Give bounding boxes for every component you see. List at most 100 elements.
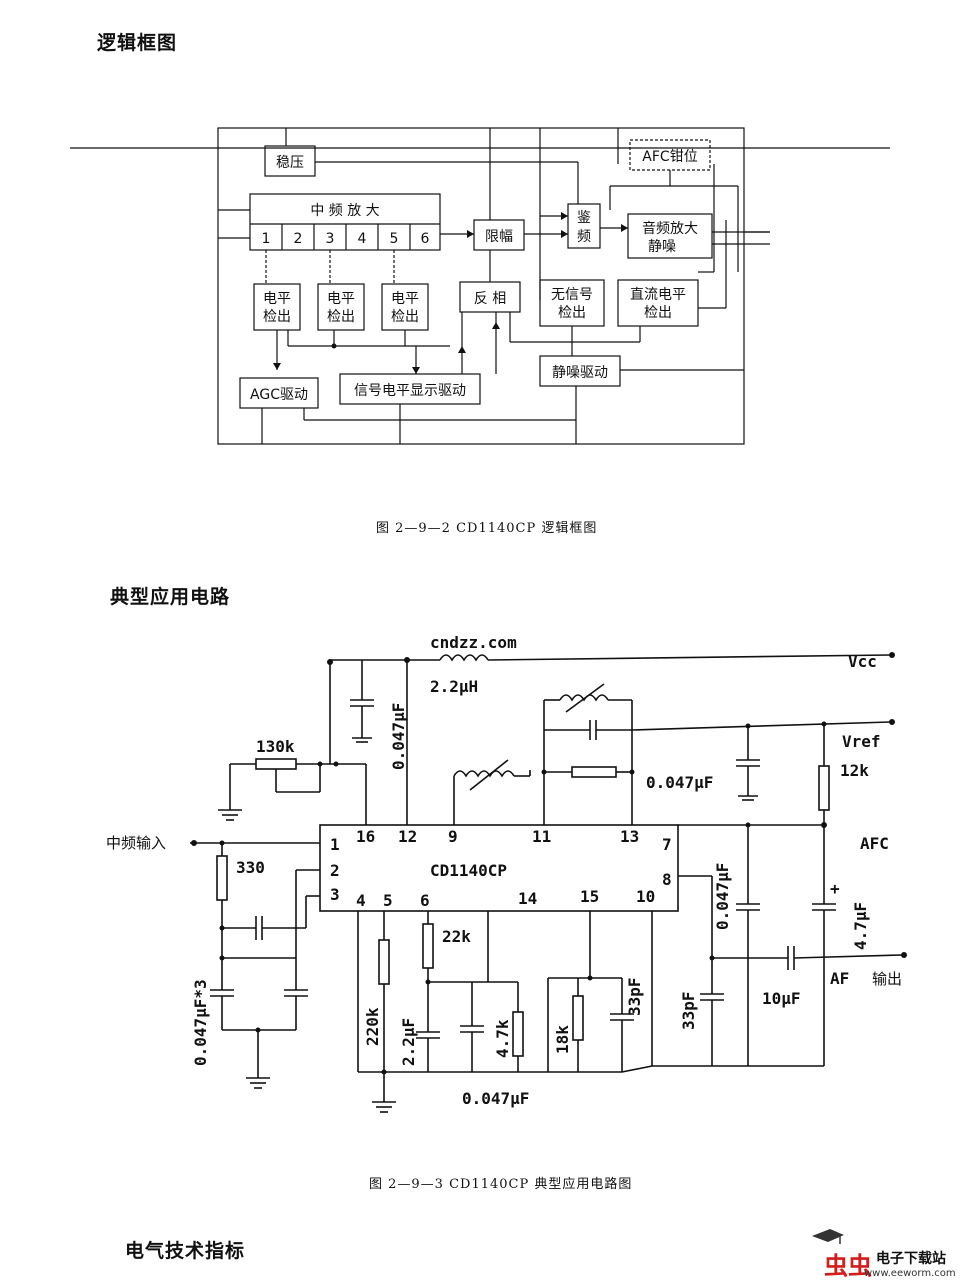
block-level-detect-2 — [317, 283, 365, 331]
diagram-label: 电平 — [391, 291, 419, 307]
label-if-input: 中频输入 — [106, 834, 166, 852]
label-pot-130k: 130k — [256, 737, 295, 756]
diagram-stroke — [621, 224, 628, 232]
label-r18k: 18k — [553, 1025, 572, 1054]
block-agc-drive-label: AGC驱动 — [250, 387, 308, 403]
block-audio-amp — [627, 213, 713, 259]
diagram-label: 14 — [518, 889, 537, 908]
diagram-stroke — [561, 230, 568, 238]
label-c10: 10μF — [762, 989, 801, 1008]
label-c-mid: 0.047μF — [646, 773, 713, 792]
logo-url: www.eeworm.com — [864, 1268, 956, 1279]
diagram-label: 2 — [330, 861, 340, 880]
block-inverter-label: 反 相 — [474, 291, 506, 307]
block-regulator — [264, 145, 316, 177]
label-c33b: 33pF — [679, 991, 698, 1030]
label-l1: 2.2μH — [430, 677, 478, 696]
diagram-label: 无信号 — [551, 287, 593, 303]
diagram-stroke — [422, 923, 434, 969]
block-audio-amp-label-1: 音频放大 — [642, 220, 698, 237]
label-r22k: 22k — [442, 927, 471, 946]
label-af: AF — [830, 969, 849, 988]
typical-application-circuit: cndzz.com Vcc 2.2μH 0.047μF 130k CD1140C… — [106, 633, 907, 1113]
label-r-12k: 12k — [840, 761, 869, 780]
diagram-label: 5 — [383, 891, 393, 910]
diagram-stroke — [492, 322, 500, 329]
diagram-stroke — [512, 1011, 524, 1057]
diagram-label: 检出 — [644, 305, 672, 321]
diagram-label: 检出 — [263, 309, 291, 325]
block-discriminator — [567, 203, 601, 249]
diagram-stroke — [439, 654, 489, 662]
diagram-stroke — [453, 770, 515, 778]
diagram-stroke — [487, 654, 891, 661]
stage-6: 6 — [421, 231, 430, 247]
block-discriminator-label-2: 频 — [577, 229, 591, 245]
diagram-stroke — [216, 855, 228, 901]
label-c47: 4.7μF — [851, 902, 870, 950]
block-signal-display-drive — [339, 373, 481, 405]
stage-2: 2 — [294, 231, 303, 247]
block-agc-drive — [239, 377, 319, 409]
diagram-stroke — [217, 127, 745, 445]
stage-5: 5 — [390, 231, 399, 247]
diagram-stroke — [812, 1229, 844, 1242]
diagram-label: 4 — [356, 891, 366, 910]
label-r47k: 4.7k — [493, 1019, 512, 1058]
logo-name: 电子下载站 — [876, 1251, 946, 1267]
chip-name: CD1140CP — [430, 861, 507, 880]
diagram-stroke — [793, 954, 903, 959]
diagram-stroke — [901, 952, 907, 958]
logic-block-diagram: 稳压 AFC钳位 中 频 放 大 1 2 3 4 5 6 限幅 鉴 频 音频放大 — [70, 127, 890, 445]
site-logo[interactable]: 虫虫 电子下载站 www.eeworm.com — [806, 1226, 956, 1282]
label-vref: Vref — [842, 732, 881, 751]
block-regulator-label: 稳压 — [276, 155, 304, 171]
block-dc-level-detect — [617, 279, 699, 327]
diagram-stroke — [629, 769, 635, 775]
diagram-label: 电平 — [327, 291, 355, 307]
graduation-cap-icon — [812, 1229, 844, 1244]
label-c22: 2.2μF — [399, 1018, 418, 1066]
diagram-stroke — [572, 995, 584, 1041]
diagram-label: 电平 — [263, 291, 291, 307]
stage-4: 4 — [358, 231, 367, 247]
stage-3: 3 — [326, 231, 335, 247]
figure-2-9-3-caption: 图 2—9—3 CD1140CP 典型应用电路图 — [369, 1177, 633, 1192]
diagram-stroke — [889, 652, 895, 658]
block-signal-display-drive-label: 信号电平显示驱动 — [354, 383, 466, 399]
diagram-stroke — [818, 765, 830, 811]
diagram-label: 8 — [662, 870, 672, 889]
if-amp-stages: 1 2 3 4 5 6 — [262, 224, 430, 250]
diagram-stroke — [541, 769, 547, 775]
diagram-stroke — [559, 694, 609, 702]
diagram-stroke — [621, 1065, 653, 1073]
diagram-label: 6 — [420, 891, 430, 910]
stage-1: 1 — [262, 231, 271, 247]
diagram-stroke — [571, 766, 617, 778]
logic-diagram-heading: 逻辑框图 — [97, 32, 178, 54]
diagram-stroke — [255, 758, 297, 770]
diagram-label: 10 — [636, 887, 655, 906]
diagram-label: 检出 — [327, 309, 355, 325]
label-c33a: 33pF — [625, 977, 644, 1016]
label-c3: 0.047μF*3 — [191, 979, 210, 1066]
label-r220k: 220k — [363, 1007, 382, 1046]
diagram-stroke — [412, 367, 420, 374]
diagram-label: 直流电平 — [630, 286, 686, 303]
diagram-stroke — [273, 363, 281, 370]
diagram-stroke — [191, 840, 197, 846]
diagram-label: 1 — [330, 835, 340, 854]
diagram-label: 3 — [330, 885, 340, 904]
block-limiter-label: 限幅 — [485, 229, 513, 245]
label-plus: + — [830, 879, 840, 898]
diagram-stroke — [458, 346, 466, 353]
block-if-amp — [249, 193, 441, 251]
figure-2-9-2-caption: 图 2—9—2 CD1140CP 逻辑框图 — [376, 521, 598, 536]
diagram-label: 16 — [356, 827, 375, 846]
diagram-label: 11 — [532, 827, 551, 846]
label-vcc: Vcc — [848, 652, 877, 671]
diagram-stroke — [469, 759, 509, 791]
typical-circuit-heading: 典型应用电路 — [110, 586, 231, 608]
watermark-text: cndzz.com — [430, 633, 517, 652]
ic-cd1140cp — [319, 824, 679, 912]
